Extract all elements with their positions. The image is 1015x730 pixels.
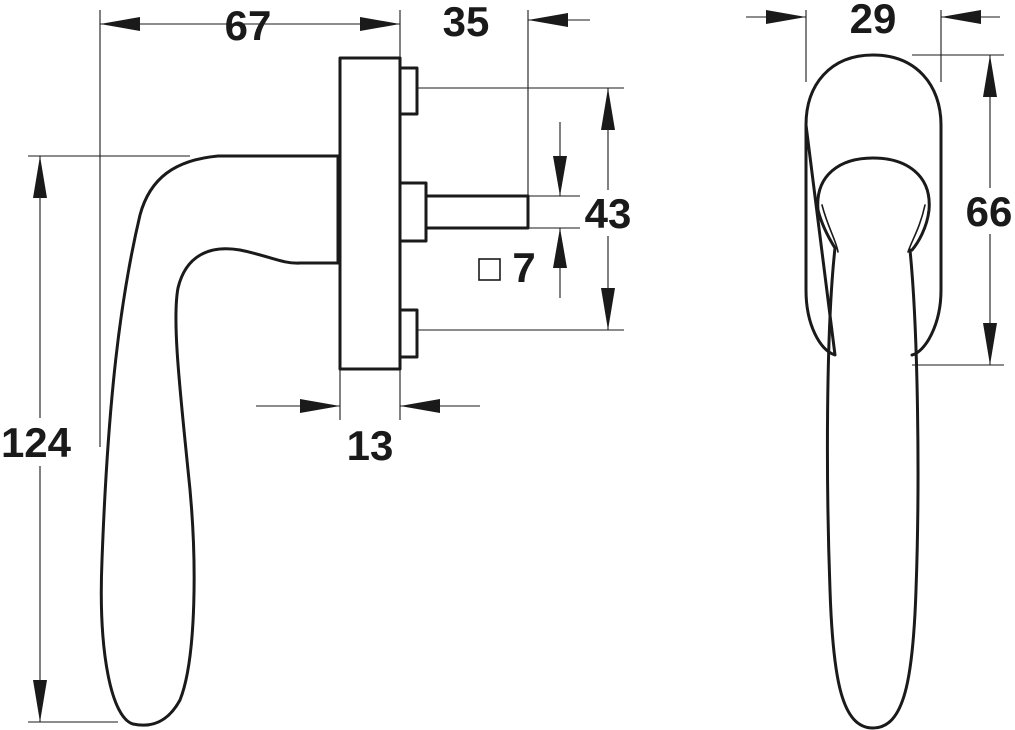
screw-head-bottom <box>398 308 419 359</box>
handle-cup-front <box>816 156 931 252</box>
rose-plate-side <box>338 56 402 371</box>
screw-head-middle <box>398 181 428 243</box>
handle-cup-inner <box>821 204 926 253</box>
dimension-fixing-centers: 43 <box>582 88 634 330</box>
front-view <box>804 53 943 730</box>
rose-front <box>804 53 943 357</box>
label-overall-depth: 67 <box>225 2 272 49</box>
label-spindle-square: 7 <box>512 244 535 291</box>
dimension-spindle-square: 7 <box>478 122 567 298</box>
screw-head-top <box>398 66 419 116</box>
label-rose-height: 66 <box>966 188 1013 235</box>
label-fixing-centers: 43 <box>585 190 632 237</box>
dimension-overall-height: 124 <box>0 156 118 723</box>
dimension-overall-depth: 67 <box>100 2 400 49</box>
dimension-rose-width: 29 <box>746 0 1000 42</box>
handle-cup-left <box>816 208 837 250</box>
side-view <box>99 56 530 727</box>
dimension-rose-depth: 13 <box>256 399 480 469</box>
spindle <box>424 194 530 230</box>
dimension-rose-height: 66 <box>962 55 1014 365</box>
extension-lines <box>28 10 1004 447</box>
label-spindle-length: 35 <box>443 0 490 45</box>
square-symbol-icon <box>478 258 501 281</box>
label-overall-height: 124 <box>1 419 72 466</box>
handle-lever-front <box>825 246 920 730</box>
dimension-spindle-length: 35 <box>443 0 590 45</box>
label-rose-depth: 13 <box>347 422 394 469</box>
label-rose-width: 29 <box>850 0 897 42</box>
handle-lever-side <box>99 154 340 727</box>
